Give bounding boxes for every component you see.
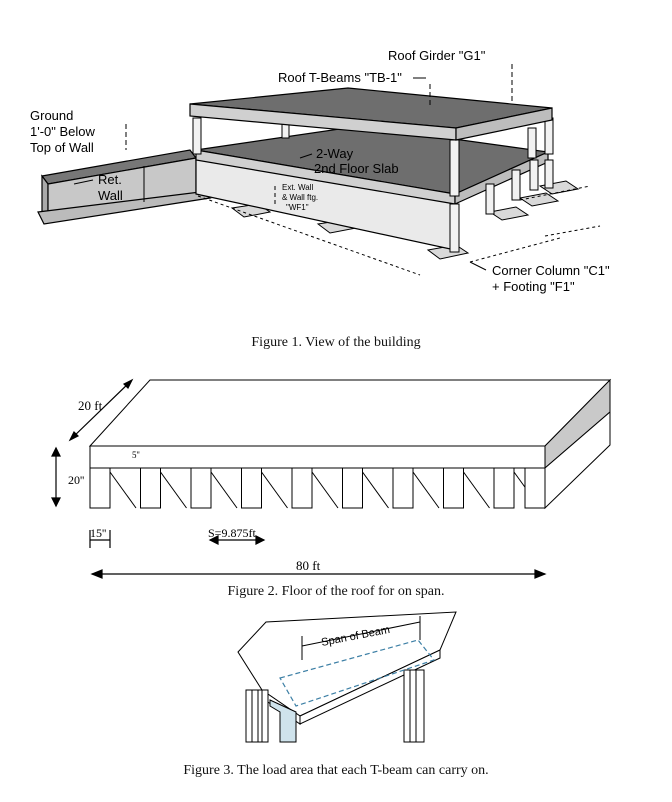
ext-wall-label-line2: & Wall ftg.: [282, 193, 318, 202]
slab-label-line2: 2nd Floor Slab: [314, 161, 399, 176]
spacing-label: S=9.875ft: [208, 526, 256, 540]
t-beam-web: [342, 467, 363, 509]
depth-label: 20 ft: [78, 398, 103, 413]
span-dimension: [301, 616, 421, 660]
ground-label-line3: Top of Wall: [30, 140, 94, 155]
roof-slab: [189, 87, 553, 141]
length-label: 80 ft: [296, 558, 321, 573]
t-beam-web: [89, 467, 111, 509]
leader-lines: [73, 64, 513, 271]
right-support: [403, 669, 425, 743]
t-beam-web: [524, 467, 546, 509]
t-beam-web: [241, 467, 262, 509]
t-beam-section: [269, 699, 297, 743]
slab-top-face: [88, 379, 612, 447]
t-beam-webs: [89, 467, 546, 509]
web-width-label: 15'': [90, 526, 106, 540]
t-beam-web: [190, 467, 212, 509]
left-support: [245, 689, 269, 743]
retaining-wall: [37, 149, 212, 225]
figure-2-roof-floor: 20 ft 20'' 5'' 15'' S=9.875ft 80 ft: [51, 378, 612, 579]
t-beam-web-edge: [311, 471, 339, 509]
t-beam-web-edge: [160, 471, 187, 509]
ground-label-line1: Ground: [30, 108, 73, 123]
t-beam-web-edge: [261, 471, 288, 509]
ext-wall-label-line1: Ext. Wall: [282, 183, 313, 192]
slab-front-face: [89, 445, 546, 469]
t-beam-web-edge: [109, 471, 137, 509]
load-area: [279, 639, 436, 707]
ret-wall-label-line1: Ret.: [98, 172, 122, 187]
t-beam-web-edge: [412, 471, 440, 509]
t-beam-web-edge: [210, 471, 238, 509]
t-beam-web-edge: [362, 471, 389, 509]
figure-2-caption: Figure 2. Floor of the roof for on span.: [227, 584, 445, 599]
ext-wall-label-line3: "WF1": [286, 203, 309, 212]
corner-column-label-line2: + Footing "F1": [492, 279, 575, 294]
dimension-lines: [51, 378, 547, 579]
roof-girder-label: Roof Girder "G1": [388, 48, 486, 63]
figure-3-load-area: Span of Beam: [237, 611, 457, 743]
roof-tbeams-label: Roof T-Beams "TB-1": [278, 70, 402, 85]
slab-thickness-label: 5'': [132, 450, 140, 460]
ground-label-line2: 1'-0" Below: [30, 124, 96, 139]
slab-label-line1: 2-Way: [316, 146, 354, 161]
t-beam-web: [493, 467, 515, 509]
t-beam-web: [140, 467, 161, 509]
t-beam-web: [291, 467, 313, 509]
figure-3-caption: Figure 3. The load area that each T-beam…: [183, 763, 489, 778]
height-label: 20'': [68, 473, 84, 487]
figure-1-building-view: Roof Girder "G1" Roof T-Beams "TB-1" Gro…: [30, 48, 610, 294]
t-beam-web-edge: [463, 471, 490, 509]
figure-1-caption: Figure 1. View of the building: [251, 335, 421, 350]
t-beam-web: [443, 467, 464, 509]
t-beam-web: [392, 467, 414, 509]
ret-wall-label-line2: Wall: [98, 188, 123, 203]
slab-right-edge: [299, 649, 441, 725]
corner-column-label-line1: Corner Column "C1": [492, 263, 610, 278]
